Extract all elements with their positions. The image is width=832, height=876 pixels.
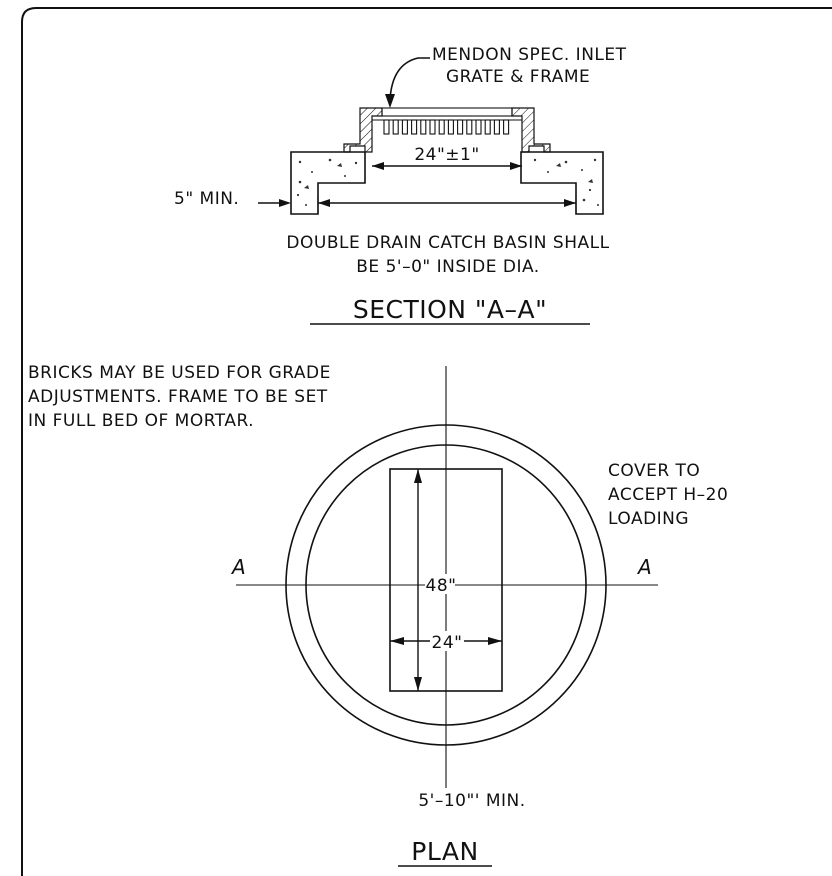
grate-bar [420, 119, 427, 135]
opening-dim-text: 24"±1" [414, 145, 479, 165]
grate-bar [466, 119, 473, 135]
grate-leader-arrowhead [385, 94, 395, 108]
grate-bar [392, 119, 399, 135]
plan-view: BRICKS MAY BE USED FOR GRADE ADJUSTMENTS… [28, 363, 728, 867]
grate-note-line1: MENDON SPEC. INLET [432, 45, 627, 65]
basin-note-line2: BE 5'–0" INSIDE DIA. [356, 257, 539, 277]
section-marker-right: A [636, 555, 652, 579]
brick-note-line1: BRICKS MAY BE USED FOR GRADE [28, 363, 331, 383]
grate-note-line2: GRATE & FRAME [446, 67, 590, 87]
grate-bar [383, 119, 390, 135]
frame-right [511, 107, 551, 153]
brick-note-line2: ADJUSTMENTS. FRAME TO BE SET [28, 387, 328, 407]
inlet-grate [372, 107, 522, 135]
grate-opening [389, 468, 503, 692]
grate-bar [411, 119, 418, 135]
grate-bar [438, 119, 445, 135]
grate-leader [389, 57, 430, 101]
plan-title: PLAN [411, 837, 478, 866]
basin-note-line1: DOUBLE DRAIN CATCH BASIN SHALL [286, 233, 609, 253]
grate-bar [401, 119, 408, 135]
width-dim-text: 24" [432, 633, 463, 653]
grate-bar [475, 119, 482, 135]
sheet-border [21, 7, 832, 876]
grate-bar [429, 119, 436, 135]
section-view: MENDON SPEC. INLET GRATE & FRAME 24"±1" … [174, 45, 627, 325]
depth-dim-text: 5'–10"' MIN. [418, 791, 525, 811]
concrete-texture [296, 158, 599, 206]
grate-bar [493, 119, 500, 135]
cover-note-line3: LOADING [608, 509, 689, 529]
section-marker-left: A [230, 555, 246, 579]
cover-note-line2: ACCEPT H–20 [608, 485, 728, 505]
concrete-slab-right [520, 151, 604, 215]
wall-dim-text: 5" MIN. [174, 189, 239, 209]
grate-bar [484, 119, 491, 135]
section-title: SECTION "A–A" [353, 295, 547, 324]
grate-bar [447, 119, 454, 135]
brick-note-line3: IN FULL BED OF MORTAR. [28, 411, 254, 431]
grate-bar [503, 119, 510, 135]
inner-basin-wall [305, 444, 587, 726]
grate-bar [457, 119, 464, 135]
cover-note-line1: COVER TO [608, 461, 700, 481]
length-dim-text: 48" [426, 576, 457, 596]
frame-left [343, 107, 383, 153]
outer-basin-wall [285, 424, 607, 746]
